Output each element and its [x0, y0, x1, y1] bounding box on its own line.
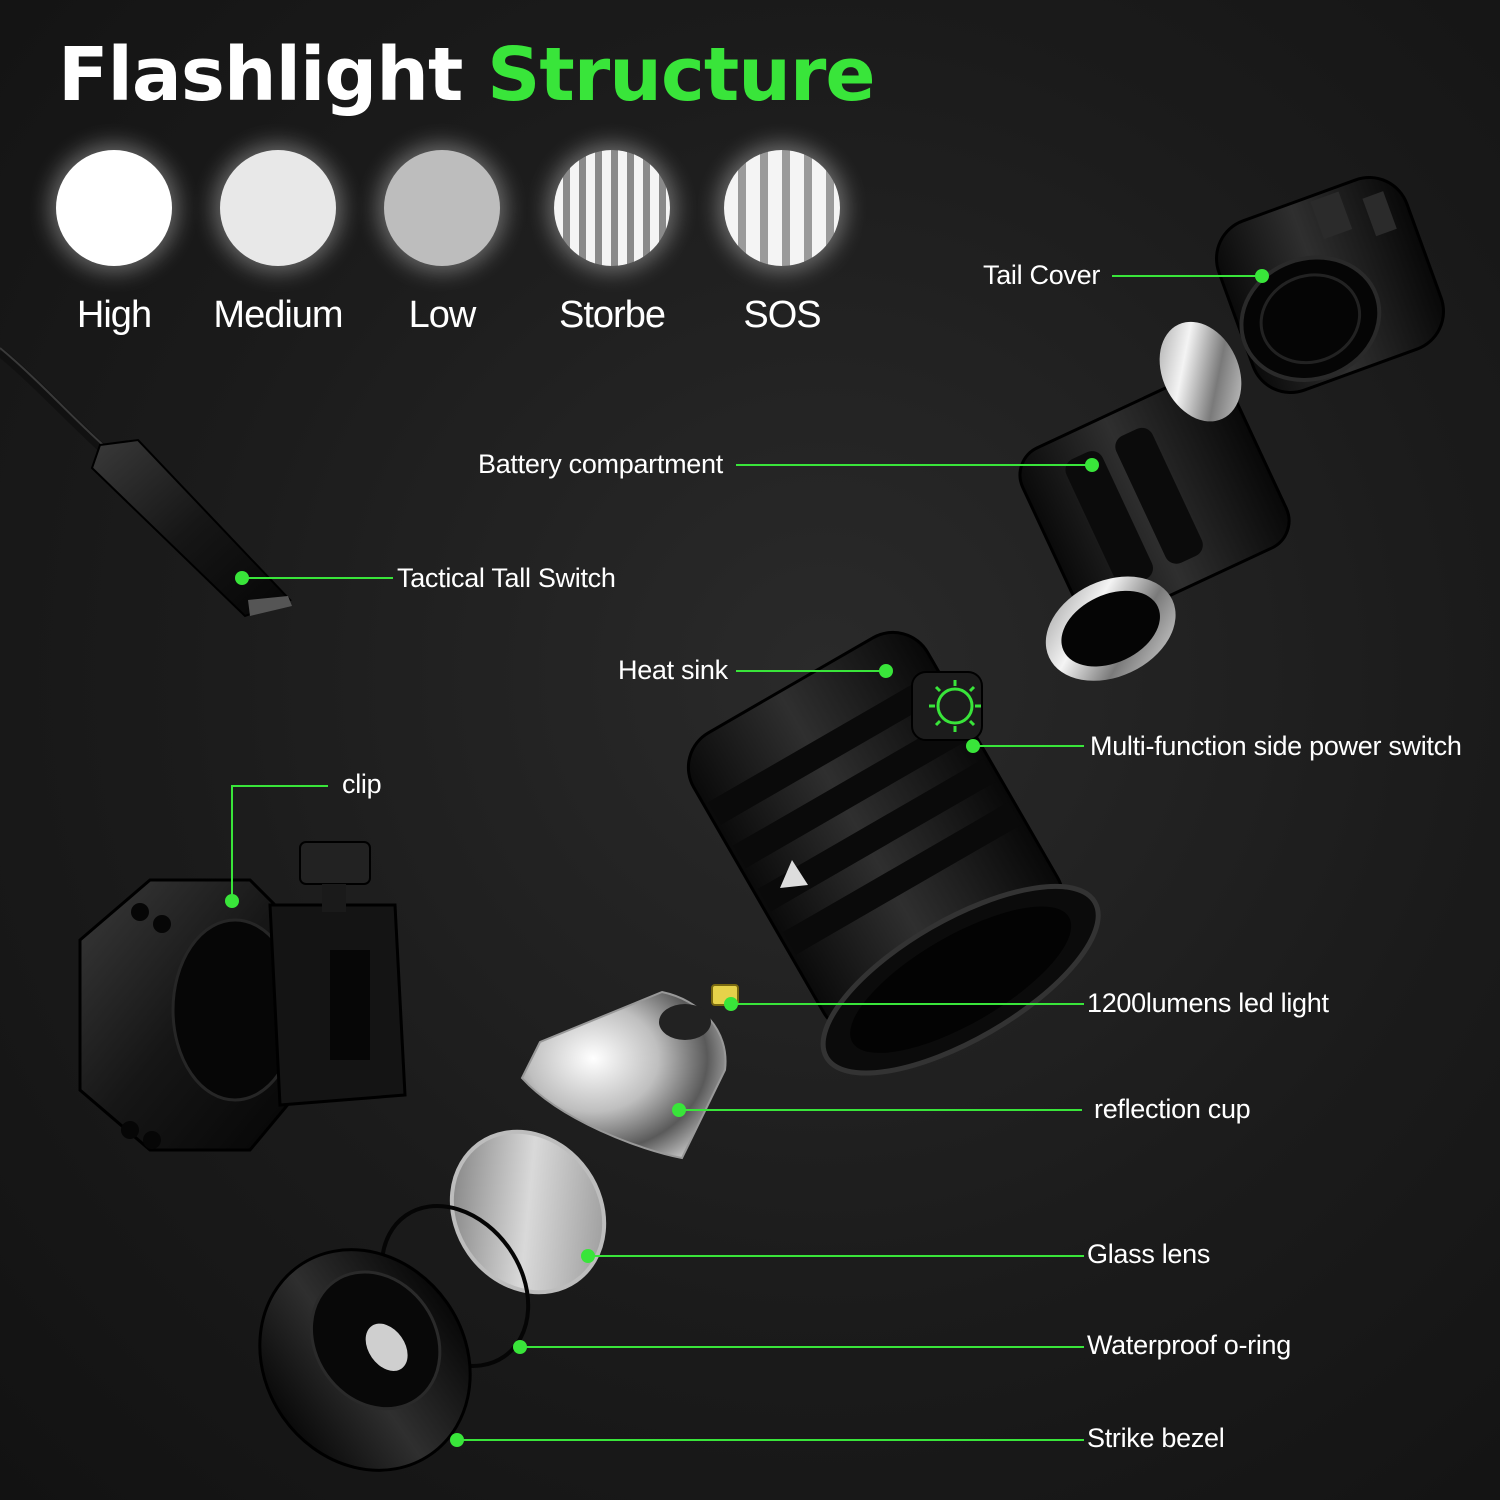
battery-compartment-part	[1018, 321, 1291, 681]
label-reflection-cup: reflection cup	[1094, 1094, 1251, 1124]
title-part-2: Structure	[487, 32, 875, 118]
leader-clip	[231, 785, 328, 901]
dot-tail-cover	[1255, 269, 1269, 283]
mode-medium-disc	[220, 150, 336, 266]
mode-low: Low	[372, 150, 512, 337]
callout-dots	[225, 269, 1269, 1447]
label-clip: clip	[342, 769, 382, 799]
dot-heat-sink	[879, 664, 893, 678]
strike-bezel-part	[258, 1248, 472, 1472]
dot-tactical-switch	[235, 571, 249, 585]
side-switch-part	[911, 671, 983, 741]
mode-strobe: Storbe	[542, 150, 682, 337]
dot-battery	[1085, 458, 1099, 472]
tail-cover-part	[1215, 175, 1445, 395]
label-glass-lens: Glass lens	[1087, 1239, 1211, 1269]
label-o-ring: Waterproof o-ring	[1087, 1330, 1291, 1360]
mode-strobe-disc	[554, 150, 670, 266]
mode-high-disc	[56, 150, 172, 266]
label-battery-compartment: Battery compartment	[478, 449, 723, 479]
label-tactical-switch: Tactical Tall Switch	[397, 563, 616, 593]
label-strike-bezel: Strike bezel	[1087, 1423, 1225, 1453]
mode-sos-label: SOS	[743, 294, 821, 336]
dot-clip	[225, 894, 239, 908]
dot-side-switch	[966, 739, 980, 753]
label-tail-cover: Tail Cover	[983, 260, 1101, 290]
mode-high: High	[44, 150, 184, 337]
dot-strike-bezel	[450, 1433, 464, 1447]
mode-medium-label: Medium	[213, 294, 343, 336]
dot-o-ring	[513, 1340, 527, 1354]
mode-sos: SOS	[712, 150, 852, 337]
mode-low-disc	[384, 150, 500, 266]
dot-reflection-cup	[672, 1103, 686, 1117]
mode-high-label: High	[76, 294, 152, 336]
label-led-light: 1200lumens led light	[1087, 988, 1329, 1018]
mode-sos-disc	[724, 150, 840, 266]
clip-part	[78, 841, 407, 1152]
mode-low-label: Low	[408, 294, 477, 336]
callout-lines	[231, 275, 1262, 1441]
dot-glass-lens	[581, 1249, 595, 1263]
page-title: Flashlight Structure	[58, 38, 876, 112]
dot-led	[724, 997, 738, 1011]
reflection-cup-part	[520, 990, 727, 1160]
mode-medium: Medium	[208, 150, 348, 337]
caution-warning-icon	[780, 860, 808, 888]
mode-strobe-label: Storbe	[559, 294, 666, 336]
label-heat-sink: Heat sink	[618, 655, 728, 685]
title-part-1: Flashlight	[58, 32, 463, 118]
glass-lens-part	[449, 1129, 607, 1295]
label-side-switch: Multi-function side power switch	[1090, 731, 1462, 761]
